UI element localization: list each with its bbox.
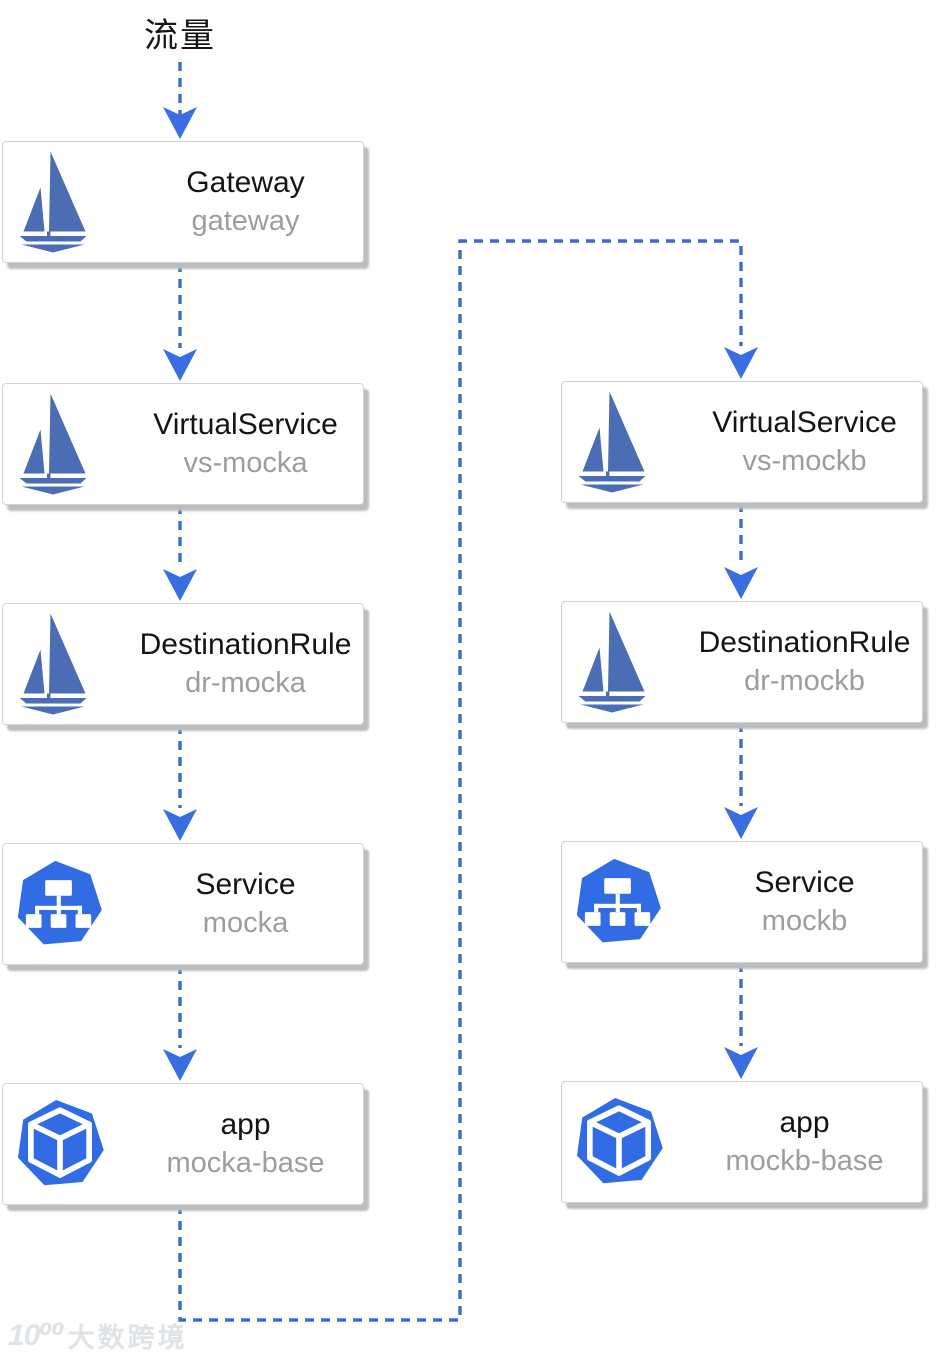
node-title: app bbox=[220, 1108, 271, 1142]
kubernetes-service-icon bbox=[17, 860, 102, 945]
arrowhead-icon bbox=[724, 807, 758, 839]
node-subtitle: dr-mocka bbox=[185, 667, 306, 700]
watermark-text: 大数跨境 bbox=[67, 1323, 188, 1353]
node-title: VirtualService bbox=[712, 406, 897, 440]
istio-icon bbox=[578, 391, 646, 493]
node-service-mockb: Service mockb bbox=[561, 841, 923, 963]
node-title: VirtualService bbox=[153, 408, 338, 442]
traffic-entry-label: 流量 bbox=[144, 17, 216, 55]
arrowhead-icon bbox=[724, 1047, 758, 1079]
node-virtualservice-mockb: VirtualService vs-mockb bbox=[561, 381, 923, 503]
node-title: Service bbox=[195, 868, 296, 902]
node-subtitle: dr-mockb bbox=[744, 665, 865, 698]
istio-icon bbox=[19, 613, 87, 715]
istio-icon bbox=[578, 611, 646, 713]
node-title: app bbox=[779, 1106, 830, 1140]
node-service-mocka: Service mocka bbox=[2, 843, 364, 965]
arrowhead-icon bbox=[724, 567, 758, 599]
node-destinationrule-mockb: DestinationRule dr-mockb bbox=[561, 601, 923, 723]
watermark-logo-icon: 10⁰⁰ bbox=[8, 1319, 65, 1352]
node-subtitle: mockb bbox=[761, 905, 848, 938]
arrowhead-icon bbox=[163, 809, 197, 841]
node-title: Service bbox=[754, 866, 855, 900]
arrowhead-icon bbox=[163, 107, 197, 139]
kubernetes-pod-icon bbox=[576, 1097, 663, 1184]
arrowhead-icon bbox=[163, 1049, 197, 1081]
watermark: 10⁰⁰ 大数跨境 bbox=[8, 1316, 188, 1354]
node-app-mockb-base: app mockb-base bbox=[561, 1081, 923, 1203]
connector-line bbox=[178, 239, 743, 1322]
arrowhead-icon bbox=[724, 347, 758, 379]
node-app-mocka-base: app mocka-base bbox=[2, 1083, 364, 1205]
node-subtitle: mocka bbox=[202, 907, 289, 940]
arrowhead-icon bbox=[163, 569, 197, 601]
node-subtitle: vs-mockb bbox=[742, 445, 867, 478]
istio-icon bbox=[19, 151, 87, 253]
node-subtitle: mockb-base bbox=[725, 1145, 884, 1178]
node-destinationrule-mocka: DestinationRule dr-mocka bbox=[2, 603, 364, 725]
node-subtitle: mocka-base bbox=[166, 1147, 325, 1180]
kubernetes-pod-icon bbox=[17, 1099, 104, 1186]
node-title: DestinationRule bbox=[698, 626, 911, 660]
node-title: Gateway bbox=[186, 166, 305, 200]
node-gateway: Gateway gateway bbox=[2, 141, 364, 263]
node-virtualservice-mocka: VirtualService vs-mocka bbox=[2, 383, 364, 505]
istio-icon bbox=[19, 393, 87, 495]
node-title: DestinationRule bbox=[139, 628, 352, 662]
kubernetes-service-icon bbox=[576, 858, 661, 943]
node-subtitle: vs-mocka bbox=[183, 447, 308, 480]
arrowhead-icon bbox=[163, 349, 197, 381]
node-subtitle: gateway bbox=[191, 205, 300, 238]
